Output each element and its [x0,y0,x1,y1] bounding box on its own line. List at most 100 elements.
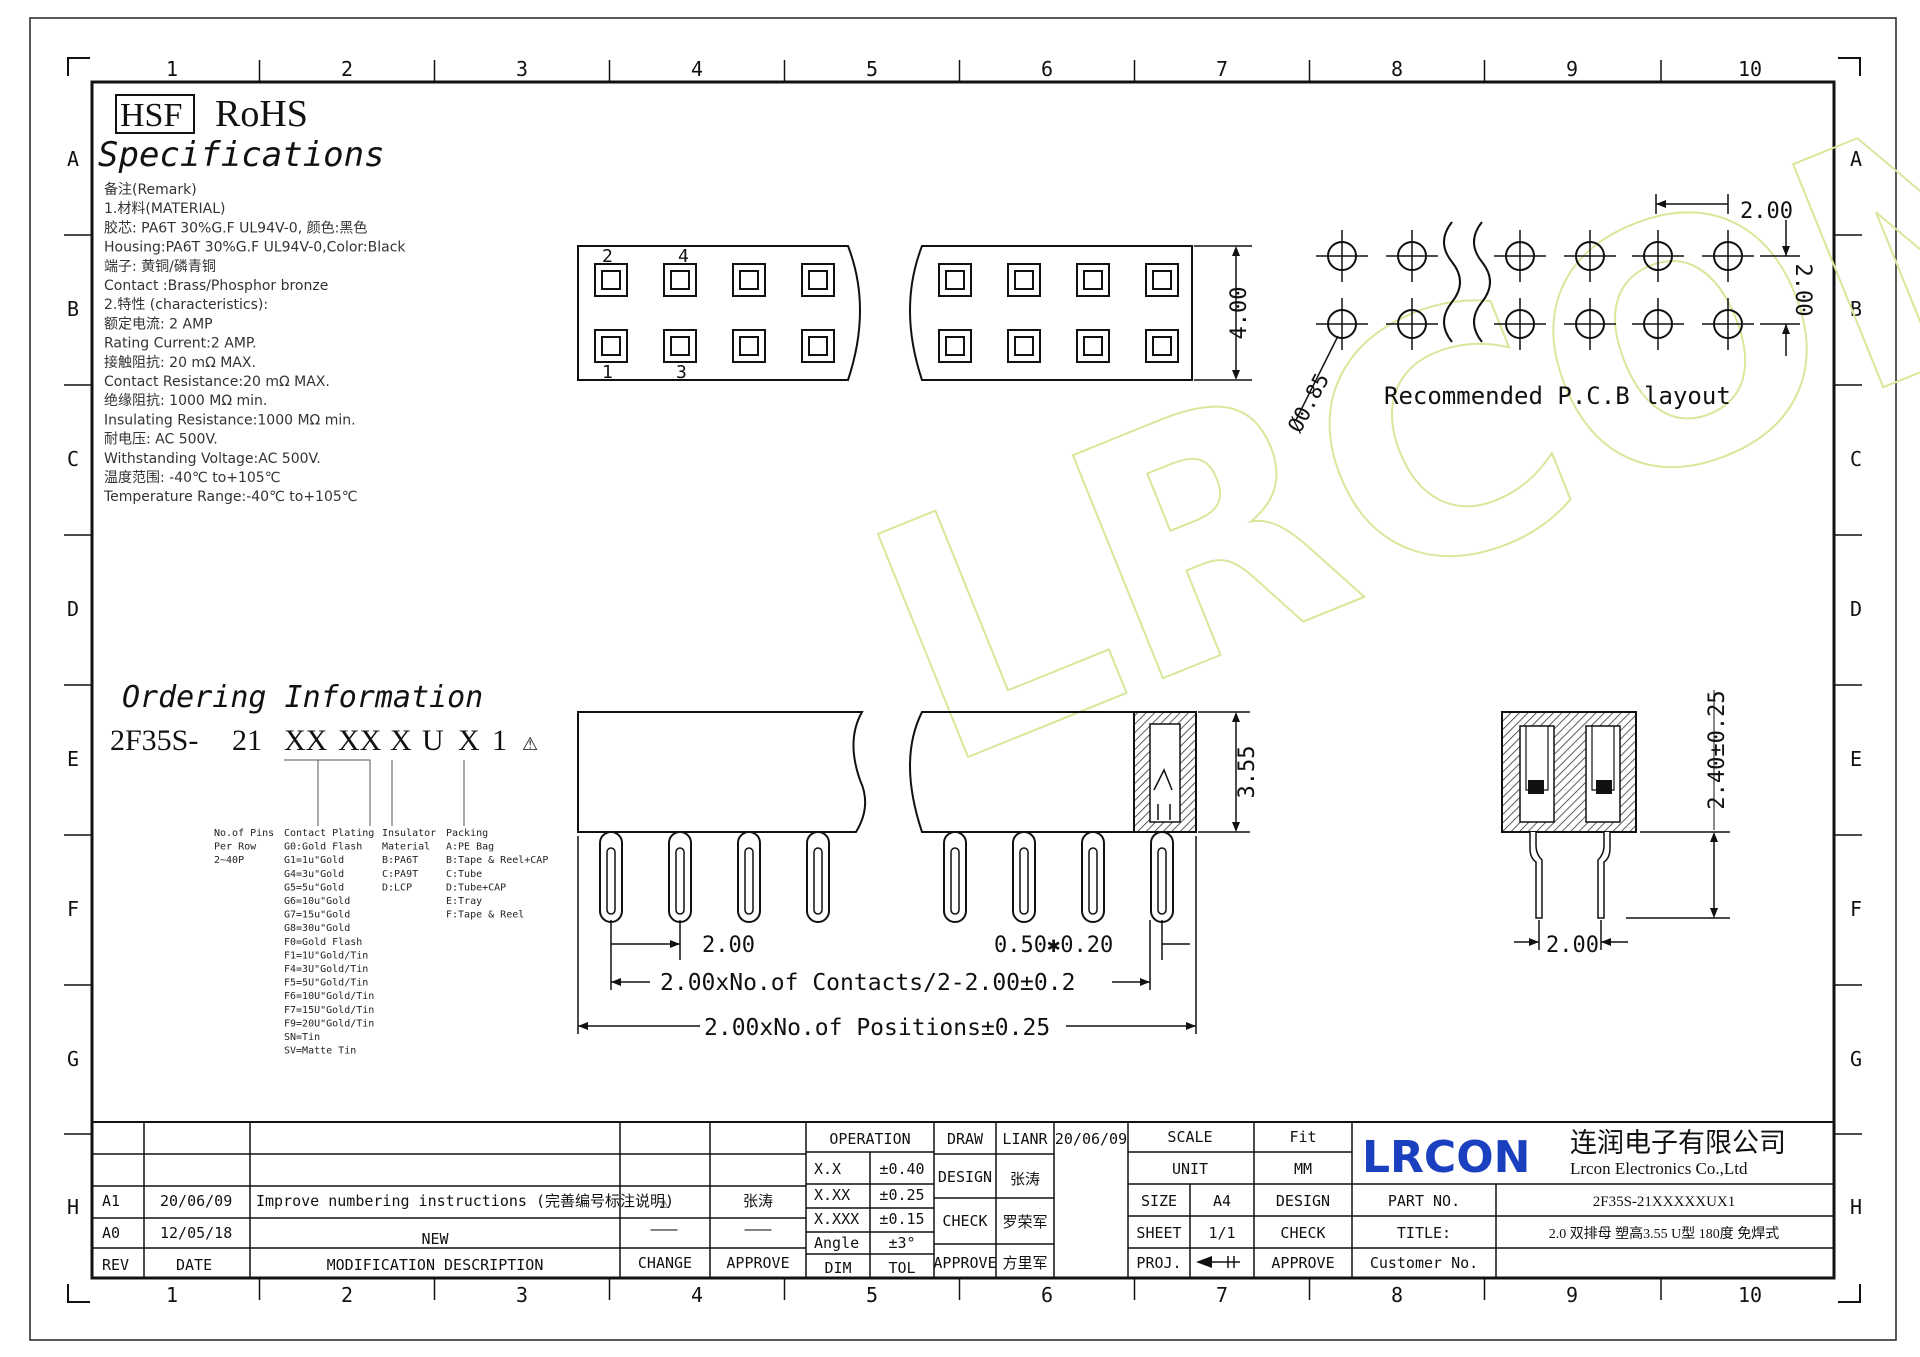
draw-label: DRAW [947,1130,984,1148]
date-header: DATE [176,1256,212,1274]
grid-row-right-G: G [1850,1047,1862,1071]
ordering-plating-item: F1=1U"Gold/Tin [284,950,368,961]
part-no-value: 2F35S-21XXXXXUX1 [1593,1194,1736,1210]
desc-header: MODIFICATION DESCRIPTION [327,1256,544,1274]
tol-value-1: ±0.25 [879,1186,924,1204]
ordering-plating-item: F7=15U"Gold/Tin [284,1005,374,1016]
projection-symbol-icon [1196,1256,1240,1268]
title-label: TITLE: [1397,1224,1451,1242]
outer-frame [29,17,1897,1341]
ordering-plating-item: G6=10u"Gold [284,896,350,907]
ordering-plating-item: SV=Matte Tin [284,1046,356,1057]
size-value: A4 [1213,1192,1231,1210]
ordering-packing-item: Packing [446,828,488,839]
ordering-plating-item: Contact Plating [284,828,374,839]
tol-dim-1: X.XX [814,1186,850,1204]
dim-side-height: 3.55 [1235,746,1260,799]
grid-col-top-3: 3 [516,57,528,81]
company-logo: LRCON [1362,1132,1530,1183]
order-code-part: U [422,724,444,757]
ordering-plating-item: G7=15u"Gold [284,910,350,921]
scale-label: SCALE [1167,1128,1212,1146]
grid-row-right-B: B [1850,297,1862,321]
ordering-plating-item: SN=Tin [284,1032,320,1043]
ordering-pins-item: No.of Pins [214,828,274,839]
rohs-label: RoHS [215,93,308,135]
proj-label: PROJ. [1136,1254,1181,1272]
ordering-plating-item: F9=20U"Gold/Tin [284,1018,374,1029]
tol-label: TOL [888,1259,915,1277]
specifications-list: 备注(Remark)1.材料(MATERIAL)胶芯: PA6T 30%G.F … [103,181,406,505]
grid-col-bottom-10: 10 [1738,1283,1762,1307]
spec-line: Insulating Resistance:1000 MΩ min. [104,412,356,428]
ordering-insulator-item: B:PA6T [382,855,418,866]
rev-a0-approve: ——— [744,1220,772,1238]
pin-label-4: 4 [678,246,689,267]
warning-icon: ⚠ [522,734,538,755]
grid-row-right-E: E [1850,747,1862,771]
grid-row-left-D: D [67,597,79,621]
dim-top-height: 4.00 [1227,287,1252,340]
grid-col-top-5: 5 [866,57,878,81]
dim-side-pitch: 2.00 [702,933,755,958]
dim-side-contacts: 2.00xNo.of Contacts/2-2.00±0.2 [660,970,1075,996]
ordering-plating-item: G5=5u"Gold [284,882,344,893]
rev-a0: A0 [102,1224,120,1242]
ordering-packing-item: A:PE Bag [446,842,494,853]
dim-side-pin: 0.50✱0.20 [994,933,1113,958]
grid-row-right-C: C [1850,447,1862,471]
grid-col-bottom-2: 2 [341,1283,353,1307]
grid-col-top-10: 10 [1738,57,1762,81]
design2-label: DESIGN [1276,1192,1330,1210]
check-label: CHECK [942,1212,987,1230]
dim-section-pitch: 2.00 [1546,933,1599,958]
grid-row-left-F: F [67,897,79,921]
ordering-pins-item: 2~40P [214,855,244,866]
company-name-cn: 连润电子有限公司 [1570,1128,1786,1159]
rev-a0-desc: NEW [421,1230,449,1248]
ordering-plating-item: G0:Gold Flash [284,842,362,853]
tol-value-2: ±0.15 [879,1210,924,1228]
design-name: 张涛 [1010,1170,1040,1188]
dim-pcb-pitch-v: 2.00 [1790,264,1815,317]
ordering-plating-item: F6=10U"Gold/Tin [284,991,374,1002]
grid-col-bottom-1: 1 [166,1283,178,1307]
pcb-layout: 2.00 2.00 Ø0.85 Recommended P.C.B layout [1283,194,1815,436]
spec-line: 绝缘阻抗: 1000 MΩ min. [104,393,267,409]
title-value: 2.0 双排母 塑高3.55 U型 180度 免焊式 [1549,1225,1780,1242]
approve-header: APPROVE [726,1254,789,1272]
draw-name: LIANR [1002,1130,1048,1148]
grid-col-bottom-3: 3 [516,1283,528,1307]
tol-dim-3: Angle [814,1234,859,1252]
watermark: LRCON [825,11,1920,840]
ordering-plating-item: F5=5U"Gold/Tin [284,978,368,989]
unit-value: MM [1294,1160,1312,1178]
sheet-value: 1/1 [1208,1224,1235,1242]
top-view: 2 4 1 3 4.00 [577,245,1252,383]
grid-row-right-H: H [1850,1195,1862,1219]
tol-dim-0: X.X [814,1160,841,1178]
hsf-box [115,94,195,134]
order-code-part: X [458,724,480,757]
grid-col-top-9: 9 [1566,57,1578,81]
rev-a1-desc: Improve numbering instructions (完善编号标注说明… [256,1192,674,1210]
tol-dim-2: X.XXX [814,1210,859,1228]
design-label: DESIGN [938,1168,992,1186]
ordering-insulator-item: D:LCP [382,882,412,893]
grid-row-left-B: B [67,297,79,321]
spec-line: 额定电流: 2 AMP [104,316,213,332]
pin-label-1: 1 [602,362,613,383]
company-name-en: Lrcon Electronics Co.,Ltd [1570,1159,1748,1178]
spec-line: 温度范围: -40℃ to+105℃ [104,469,280,486]
grid-row-left-G: G [67,1047,79,1071]
customer-no-label: Customer No. [1370,1254,1478,1272]
approve-name: 方里军 [1002,1254,1047,1272]
pin-label-3: 3 [676,362,687,383]
order-code-part: X [390,724,412,757]
grid-row-left-A: A [67,147,79,171]
spec-line: Contact :Brass/Phosphor bronze [104,278,328,294]
check-name: 罗荣军 [1002,1213,1047,1231]
rev-a0-change: ——— [650,1220,678,1238]
